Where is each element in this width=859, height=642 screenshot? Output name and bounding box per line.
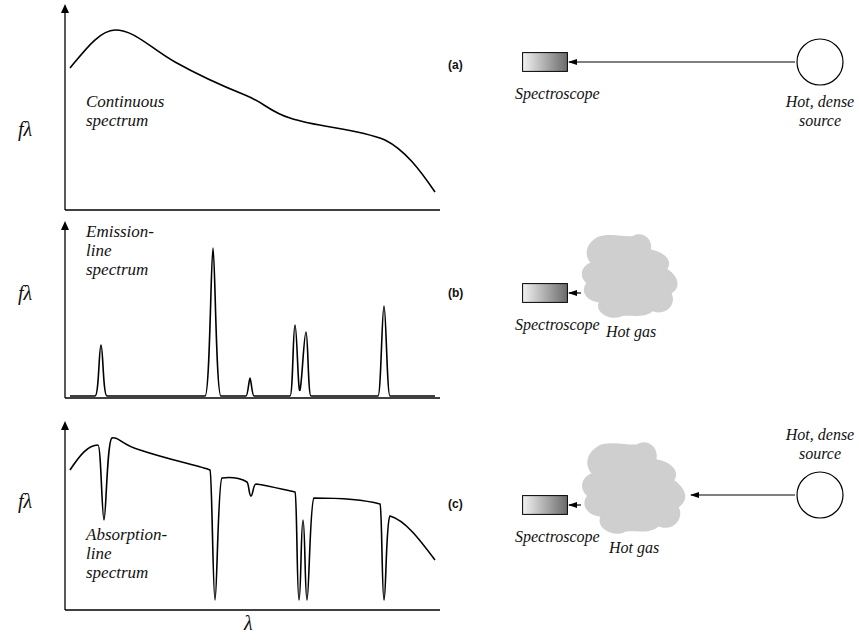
cloud-outline — [578, 440, 690, 536]
node-label: Hot, dense source — [780, 425, 859, 463]
scope-shape — [522, 283, 568, 303]
node-label: Hot gas — [576, 322, 686, 341]
scope-outline — [522, 283, 568, 303]
circle-shape — [796, 38, 844, 86]
circle-shape — [796, 471, 844, 519]
light-path-arrow — [691, 494, 795, 495]
axis-label: fλ — [18, 282, 32, 305]
node-label: Hot, dense source — [780, 92, 859, 130]
axis-label: λ — [244, 612, 253, 635]
hot-dense-source: Hot, dense source — [770, 425, 859, 519]
hot-gas-cloud: Hot gas — [576, 440, 692, 557]
light-path-arrow — [569, 61, 795, 62]
cloud-outline — [578, 232, 682, 320]
circle-outline — [796, 471, 844, 519]
cloud-shape — [578, 440, 690, 536]
scope-outline — [522, 495, 568, 515]
scope-shape — [522, 495, 568, 515]
circle-outline — [796, 38, 844, 86]
panel-letter: (a) — [448, 58, 463, 72]
hot-dense-source: Hot, dense source — [770, 38, 859, 130]
spectrum-name: Absorption-line spectrum — [86, 525, 172, 582]
panel-letter: (c) — [448, 497, 463, 511]
panel-letter: (b) — [448, 286, 463, 300]
axis-label: fλ — [18, 490, 32, 513]
axis-label: fλ — [18, 118, 32, 141]
spectrum-name: Emission-line spectrum — [86, 222, 164, 279]
scope-shape — [522, 52, 568, 72]
spectroscope: Spectroscope — [515, 52, 625, 103]
light-path-arrow — [569, 504, 581, 505]
spectrum-name: Continuous spectrum — [86, 92, 176, 130]
node-label: Spectroscope — [515, 84, 625, 103]
cloud-shape — [578, 232, 682, 320]
light-path-arrow — [569, 292, 581, 293]
scope-outline — [522, 52, 568, 72]
node-label: Hot gas — [576, 538, 692, 557]
hot-gas-cloud: Hot gas — [576, 232, 686, 341]
